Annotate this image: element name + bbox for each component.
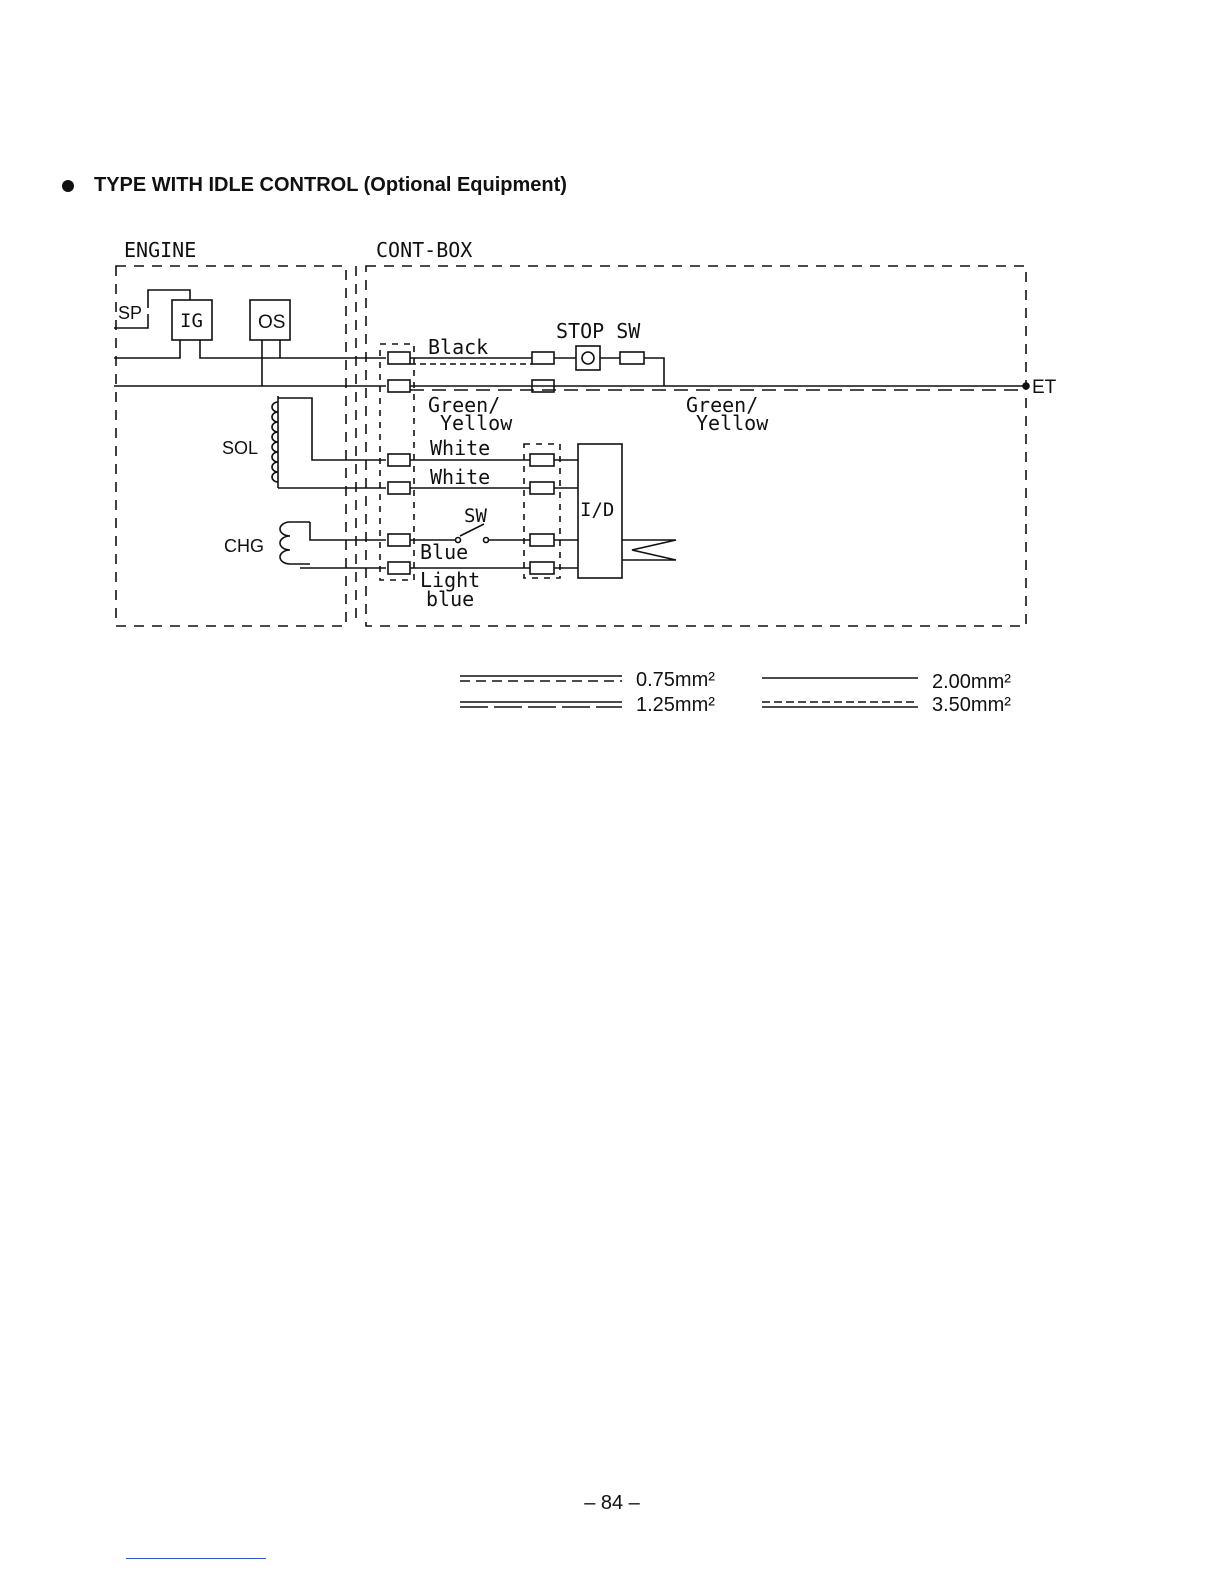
light-blue-label-2: blue — [426, 587, 474, 611]
sol-label: SOL — [222, 438, 258, 458]
stop-sw-box — [576, 346, 600, 370]
green-yellow-label-1b: Yellow — [440, 411, 513, 435]
id-label: I/D — [580, 499, 614, 521]
cont-box-label: CONT-BOX — [376, 238, 472, 262]
black-wire-label: Black — [428, 335, 488, 359]
chg-label: CHG — [224, 536, 264, 556]
connectors-left — [388, 352, 410, 574]
et-label: ET — [1032, 377, 1057, 398]
green-yellow-label-2b: Yellow — [696, 411, 769, 435]
legend-label-200: 2.00mm² — [932, 671, 1011, 693]
os-label: OS — [258, 312, 285, 333]
footer-rule — [126, 1558, 266, 1559]
page-number: – 84 – — [0, 1492, 1224, 1515]
white-wire-label-1: White — [430, 436, 490, 460]
ig-label: IG — [180, 310, 203, 332]
engine-label: ENGINE — [124, 238, 196, 262]
legend-label-125: 1.25mm² — [636, 694, 715, 716]
legend-label-075: 0.75mm² — [636, 669, 715, 691]
chg-coil — [280, 522, 386, 568]
blue-wire-label: Blue — [420, 540, 468, 564]
sol-coil — [272, 396, 386, 488]
sw-label: SW — [464, 505, 487, 527]
legend-label-350: 3.50mm² — [932, 694, 1011, 716]
sp-label: SP — [118, 303, 142, 323]
stop-sw-label: STOP SW — [556, 319, 641, 343]
white-wire-label-2: White — [430, 465, 490, 489]
